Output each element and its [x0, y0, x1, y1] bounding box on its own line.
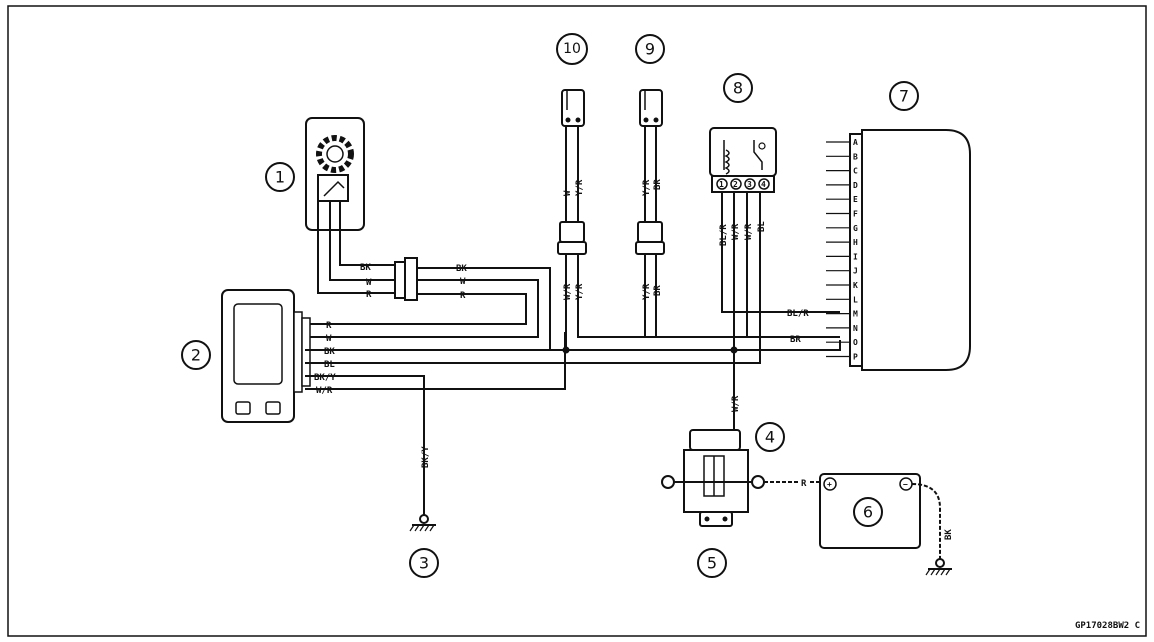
- wire-label: W/R: [316, 386, 333, 396]
- ecu-pin-label: I: [853, 252, 858, 261]
- wire-label: R: [460, 291, 466, 301]
- component-2-meter: [221, 289, 311, 423]
- wire-label: R: [801, 479, 807, 489]
- component-8-relay: 1 2 3 4: [709, 127, 777, 193]
- callout-5: 5: [697, 548, 727, 578]
- svg-text:6: 6: [863, 503, 873, 522]
- ecu-pin-label: M: [853, 310, 858, 319]
- connector-10-plug-b: [557, 241, 587, 255]
- svg-text:4: 4: [765, 428, 775, 447]
- ecu-pin-label: P: [853, 353, 858, 362]
- ecu-pin-label: E: [853, 195, 858, 204]
- wire-label: W/R: [744, 223, 754, 240]
- svg-text:8: 8: [733, 79, 743, 98]
- wire-label: Y/R: [575, 283, 585, 300]
- callout-2: 2: [181, 340, 211, 370]
- wire-label: W/R: [731, 223, 741, 240]
- callout-4: 4: [755, 422, 785, 452]
- svg-text:9: 9: [645, 40, 655, 59]
- wire-label: W: [366, 278, 372, 288]
- figure-code: GP17028BW2 C: [1075, 621, 1140, 631]
- diagram-frame: [7, 5, 1147, 637]
- svg-text:3: 3: [419, 554, 429, 573]
- wire-label: Y/R: [575, 179, 585, 196]
- wire-label: BL: [324, 360, 335, 370]
- ecu-pin-label: H: [853, 238, 858, 247]
- wire-label: R: [366, 290, 372, 300]
- ecu-pin-label: C: [853, 167, 858, 176]
- callout-8: 8: [723, 73, 753, 103]
- ecu-pin-label: A: [853, 138, 858, 147]
- callout-6: 6: [853, 497, 883, 527]
- ecu-pin-label: B: [853, 152, 858, 161]
- wire-label: BL/R: [719, 224, 729, 246]
- wire-label: W/R: [563, 283, 573, 300]
- wire-label: Y/R: [642, 283, 652, 300]
- ecu-pin-label: O: [853, 338, 858, 347]
- ecu-pin-label: J: [853, 267, 858, 276]
- wire-label: BL: [757, 221, 767, 232]
- inline-connector-switch: [394, 257, 418, 301]
- component-4-fuse: [661, 429, 765, 527]
- callout-1: 1: [265, 162, 295, 192]
- ecu-pin-label: G: [853, 224, 858, 233]
- svg-text:5: 5: [707, 554, 717, 573]
- connector-9-plug-a: [637, 221, 663, 243]
- svg-text:3: 3: [747, 180, 752, 189]
- svg-text:7: 7: [899, 87, 909, 106]
- svg-text:1: 1: [275, 168, 285, 187]
- svg-text:10: 10: [563, 41, 581, 57]
- wire-label: W: [326, 334, 332, 344]
- ecu-pin-label: D: [853, 181, 858, 190]
- wire-label: BK/Y: [314, 373, 336, 383]
- ground-symbol-3: [409, 514, 436, 532]
- wire-label: BR: [653, 285, 663, 296]
- ecu-pin-label: K: [853, 281, 858, 290]
- ecu-pin-label: F: [853, 210, 858, 219]
- callout-10: 10: [556, 33, 588, 65]
- wire-label: BK: [360, 263, 371, 273]
- svg-text:+: +: [827, 480, 832, 489]
- callout-7: 7: [889, 81, 919, 111]
- wire-label: W/R: [731, 395, 741, 412]
- callout-3: 3: [409, 548, 439, 578]
- component-10-connector: [561, 89, 585, 127]
- wire-label: BL/R: [787, 309, 809, 319]
- component-1-switch: [305, 117, 365, 231]
- wire-label: Y/R: [642, 179, 652, 196]
- svg-text:1: 1: [719, 180, 724, 189]
- ground-symbol-battery: [925, 558, 952, 576]
- wire-label: W: [563, 190, 573, 196]
- svg-text:2: 2: [733, 180, 738, 189]
- ecu-pin-label: N: [853, 324, 858, 333]
- svg-text:−: −: [903, 480, 908, 489]
- wire-label: BK: [324, 347, 335, 357]
- callout-9: 9: [635, 34, 665, 64]
- connector-10-plug-a: [559, 221, 585, 243]
- wire-label: R: [326, 321, 332, 331]
- svg-text:2: 2: [191, 346, 201, 365]
- wire-label: BR: [790, 335, 801, 345]
- wire-label: BK: [944, 529, 954, 540]
- wire-label: BK/Y: [421, 446, 431, 468]
- connector-9-plug-b: [635, 241, 665, 255]
- component-9-connector: [639, 89, 663, 127]
- svg-text:4: 4: [761, 180, 766, 189]
- wire-label: W: [460, 277, 466, 287]
- ecu-pin-label: L: [853, 295, 858, 304]
- wire-label: BR: [653, 179, 663, 190]
- wire-label: BK: [456, 264, 467, 274]
